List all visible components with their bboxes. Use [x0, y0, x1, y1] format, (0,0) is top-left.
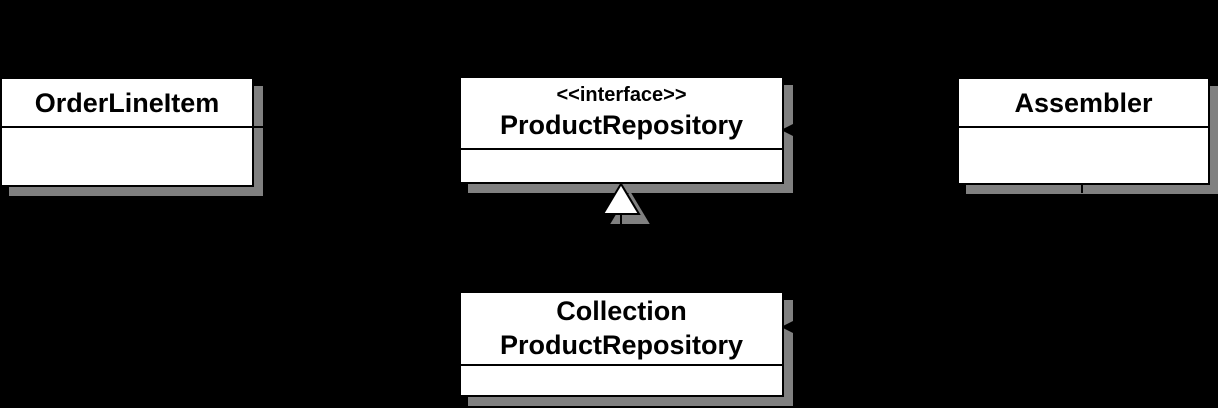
hollow-triangle-generalization-icon [601, 182, 641, 215]
stereotype-label: <<interface>> [556, 84, 687, 106]
class-title-compartment: Assembler [959, 79, 1208, 128]
class-title-compartment: OrderLineItem [2, 79, 252, 128]
class-title-compartment: Collection ProductRepository [461, 293, 782, 366]
class-box-product-repository: <<interface>> ProductRepository [459, 76, 784, 184]
class-name: ProductRepository [499, 110, 744, 140]
class-name-line1: Collection [556, 296, 687, 326]
class-box-assembler: Assembler [957, 77, 1210, 185]
class-name-line2: ProductRepository [499, 330, 744, 360]
dashed-dependency-assembler-collection [797, 185, 1083, 328]
class-title-compartment: <<interface>> ProductRepository [461, 78, 782, 150]
shadow-generalization-triangle [610, 191, 650, 224]
class-box-orderlineitem: OrderLineItem [0, 77, 254, 187]
class-name: Assembler [1014, 87, 1153, 118]
class-name: OrderLineItem [34, 87, 220, 118]
class-box-collection-product-repository: Collection ProductRepository [459, 291, 784, 397]
empty-compartment [2, 128, 252, 185]
empty-compartment [959, 128, 1208, 183]
empty-compartment [461, 150, 782, 182]
empty-compartment [461, 366, 782, 395]
